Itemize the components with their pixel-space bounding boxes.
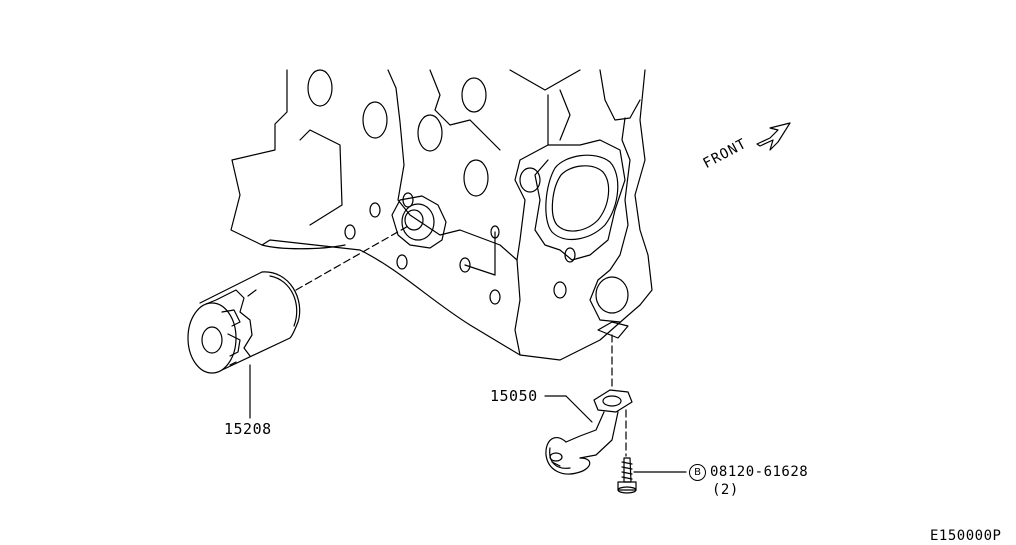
bolt-quantity: (2) xyxy=(712,482,739,498)
oil-strainer-part-number: 15050 xyxy=(490,387,538,405)
oil-filter xyxy=(187,271,301,374)
front-arrow-icon xyxy=(756,122,791,151)
strainer-leader-diag xyxy=(565,395,593,423)
bolt xyxy=(617,457,637,494)
oil-filter-part-number: 15208 xyxy=(224,420,272,438)
bolt-part-number: 08120-61628 xyxy=(710,464,809,480)
diagram-code: E150000P xyxy=(930,528,1002,544)
engine-block xyxy=(230,69,653,361)
oil-strainer xyxy=(545,389,633,475)
oil-filter-mount-line xyxy=(295,224,411,291)
circled-letter-icon: B xyxy=(689,464,706,481)
